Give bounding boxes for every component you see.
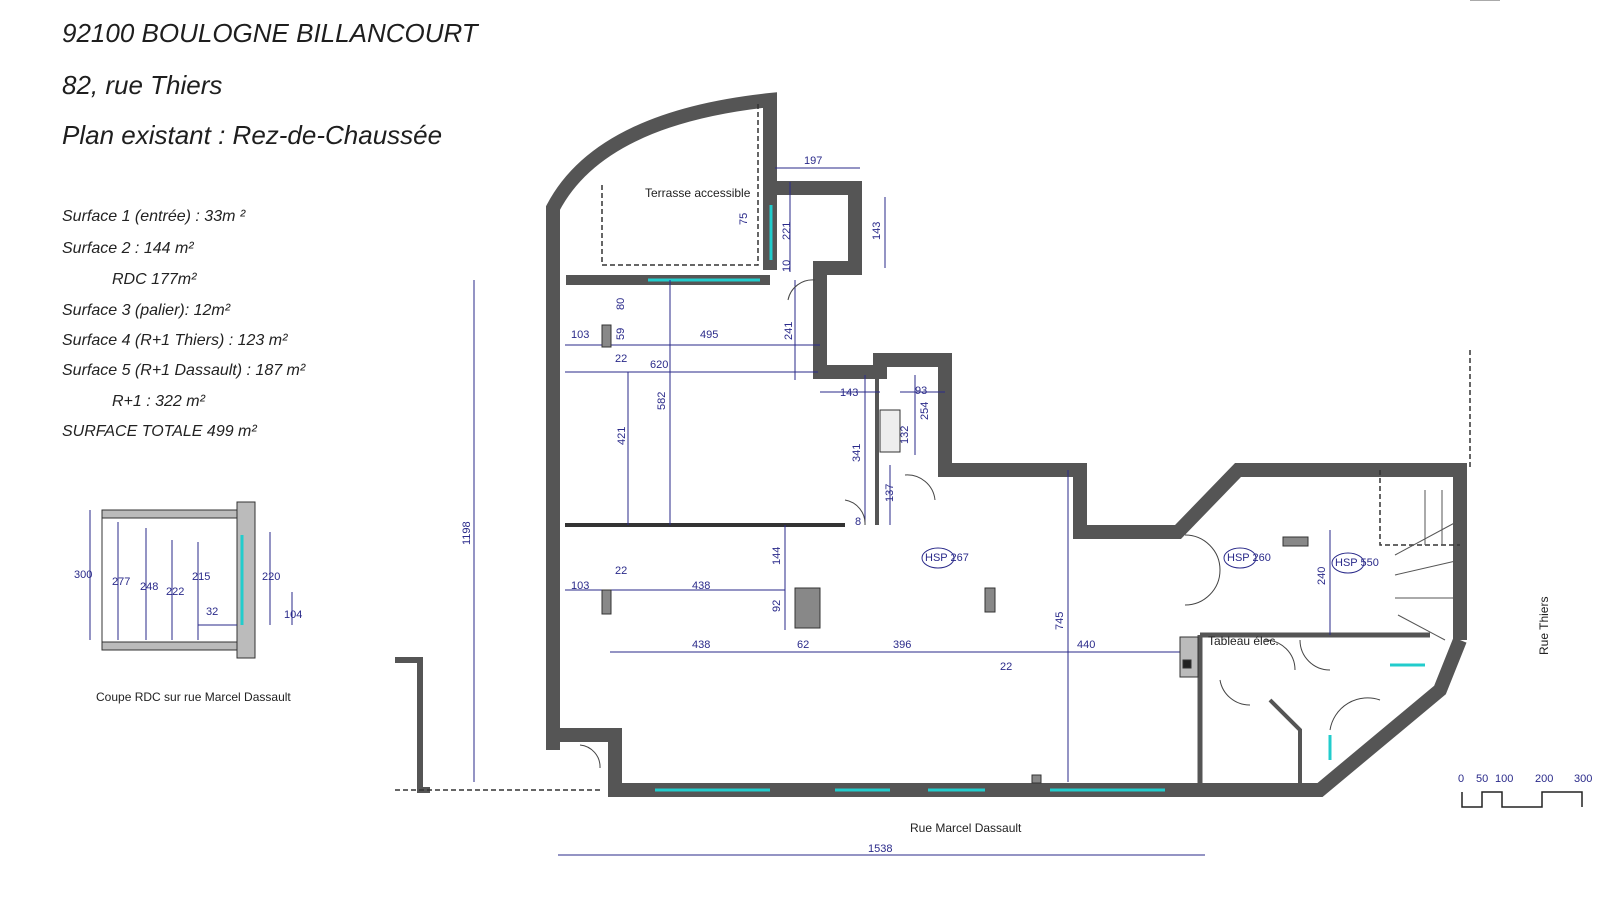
room-tag-1: HSP 267 bbox=[925, 552, 969, 564]
dim-144: 144 bbox=[771, 547, 783, 565]
plan-walls bbox=[395, 92, 1467, 797]
address-city: 92100 BOULOGNE BILLANCOURT bbox=[62, 18, 478, 48]
section-dim-300: 300 bbox=[74, 569, 92, 581]
address-street: 82, rue Thiers bbox=[62, 70, 223, 100]
plan-title: Plan existant : Rez-de-Chaussée bbox=[62, 120, 443, 150]
dim-8: 8 bbox=[855, 516, 861, 528]
surface-rdc: RDC 177m² bbox=[112, 271, 197, 288]
dim-59: 59 bbox=[615, 328, 627, 340]
room-tag-3: HSP 550 bbox=[1335, 557, 1379, 569]
dim-22-b: 22 bbox=[615, 565, 627, 577]
dim-93: 93 bbox=[915, 385, 927, 397]
dim-103-b: 103 bbox=[571, 580, 589, 592]
dim-62: 62 bbox=[797, 639, 809, 651]
dim-143-top: 143 bbox=[871, 222, 883, 240]
dim-620: 620 bbox=[650, 359, 668, 371]
dim-582: 582 bbox=[656, 392, 668, 410]
section-dim-220: 220 bbox=[262, 571, 280, 583]
room-tag-2: HSP 260 bbox=[1227, 552, 1271, 564]
section-dim-104: 104 bbox=[284, 609, 302, 621]
dim-92: 92 bbox=[771, 600, 783, 612]
dim-440: 440 bbox=[1077, 639, 1095, 651]
stair-lines bbox=[1394, 0, 1500, 641]
section-caption: Coupe RDC sur rue Marcel Dassault bbox=[96, 690, 291, 704]
scale-tick-0: 0 bbox=[1458, 773, 1464, 785]
scale-bar bbox=[1461, 791, 1583, 808]
dim-421: 421 bbox=[616, 427, 628, 445]
dim-396: 396 bbox=[893, 639, 911, 651]
dim-241: 241 bbox=[783, 322, 795, 340]
dim-143-b: 143 bbox=[840, 387, 858, 399]
surface-4: Surface 4 (R+1 Thiers) : 123 m² bbox=[62, 332, 288, 349]
street-bottom-label: Rue Marcel Dassault bbox=[910, 821, 1022, 835]
dim-10: 10 bbox=[781, 260, 793, 272]
dim-137: 137 bbox=[884, 484, 896, 502]
surface-2: Surface 2 : 144 m² bbox=[62, 240, 194, 257]
terrace-label: Terrasse accessible bbox=[645, 186, 751, 200]
surface-5: Surface 5 (R+1 Dassault) : 187 m² bbox=[62, 362, 306, 379]
section-dim-277: 277 bbox=[112, 576, 130, 588]
dim-80: 80 bbox=[615, 298, 627, 310]
dim-197: 197 bbox=[804, 155, 822, 167]
dim-1538: 1538 bbox=[868, 843, 892, 855]
scale-tick-50: 50 bbox=[1476, 773, 1488, 785]
street-right-label: Rue Thiers bbox=[1537, 597, 1551, 655]
scale-tick-100: 100 bbox=[1495, 773, 1513, 785]
surface-r1: R+1 : 322 m² bbox=[112, 393, 205, 410]
dim-254: 254 bbox=[919, 402, 931, 420]
door-arcs bbox=[579, 279, 1381, 769]
dim-341: 341 bbox=[851, 444, 863, 462]
section-drawing bbox=[89, 501, 293, 659]
surface-total: SURFACE TOTALE 499 m² bbox=[62, 423, 257, 440]
dim-22-a: 22 bbox=[615, 353, 627, 365]
dim-103-a: 103 bbox=[571, 329, 589, 341]
section-dim-32: 32 bbox=[206, 606, 218, 618]
surface-1: Surface 1 (entrée) : 33m ² bbox=[62, 208, 246, 225]
fixtures bbox=[601, 324, 1309, 784]
dim-22-c: 22 bbox=[1000, 661, 1012, 673]
dim-221: 221 bbox=[781, 222, 793, 240]
scale-tick-200: 200 bbox=[1535, 773, 1553, 785]
electrical-panel-label: Tableau élec. bbox=[1208, 634, 1279, 648]
room-tag-ellipses bbox=[921, 547, 1365, 574]
section-dim-215: 215 bbox=[192, 571, 210, 583]
surface-3: Surface 3 (palier): 12m² bbox=[62, 302, 231, 319]
dim-495: 495 bbox=[700, 329, 718, 341]
dim-438-b: 438 bbox=[692, 639, 710, 651]
dim-745: 745 bbox=[1054, 612, 1066, 630]
dim-240: 240 bbox=[1316, 567, 1328, 585]
dim-132: 132 bbox=[899, 426, 911, 444]
dim-1198: 1198 bbox=[461, 521, 473, 545]
section-dim-222: 222 bbox=[166, 586, 184, 598]
section-dim-248: 248 bbox=[140, 581, 158, 593]
terrace-outline bbox=[395, 102, 1471, 791]
plan-windows bbox=[648, 205, 1425, 792]
scale-tick-300: 300 bbox=[1574, 773, 1592, 785]
dim-75: 75 bbox=[738, 213, 750, 225]
dim-438-a: 438 bbox=[692, 580, 710, 592]
